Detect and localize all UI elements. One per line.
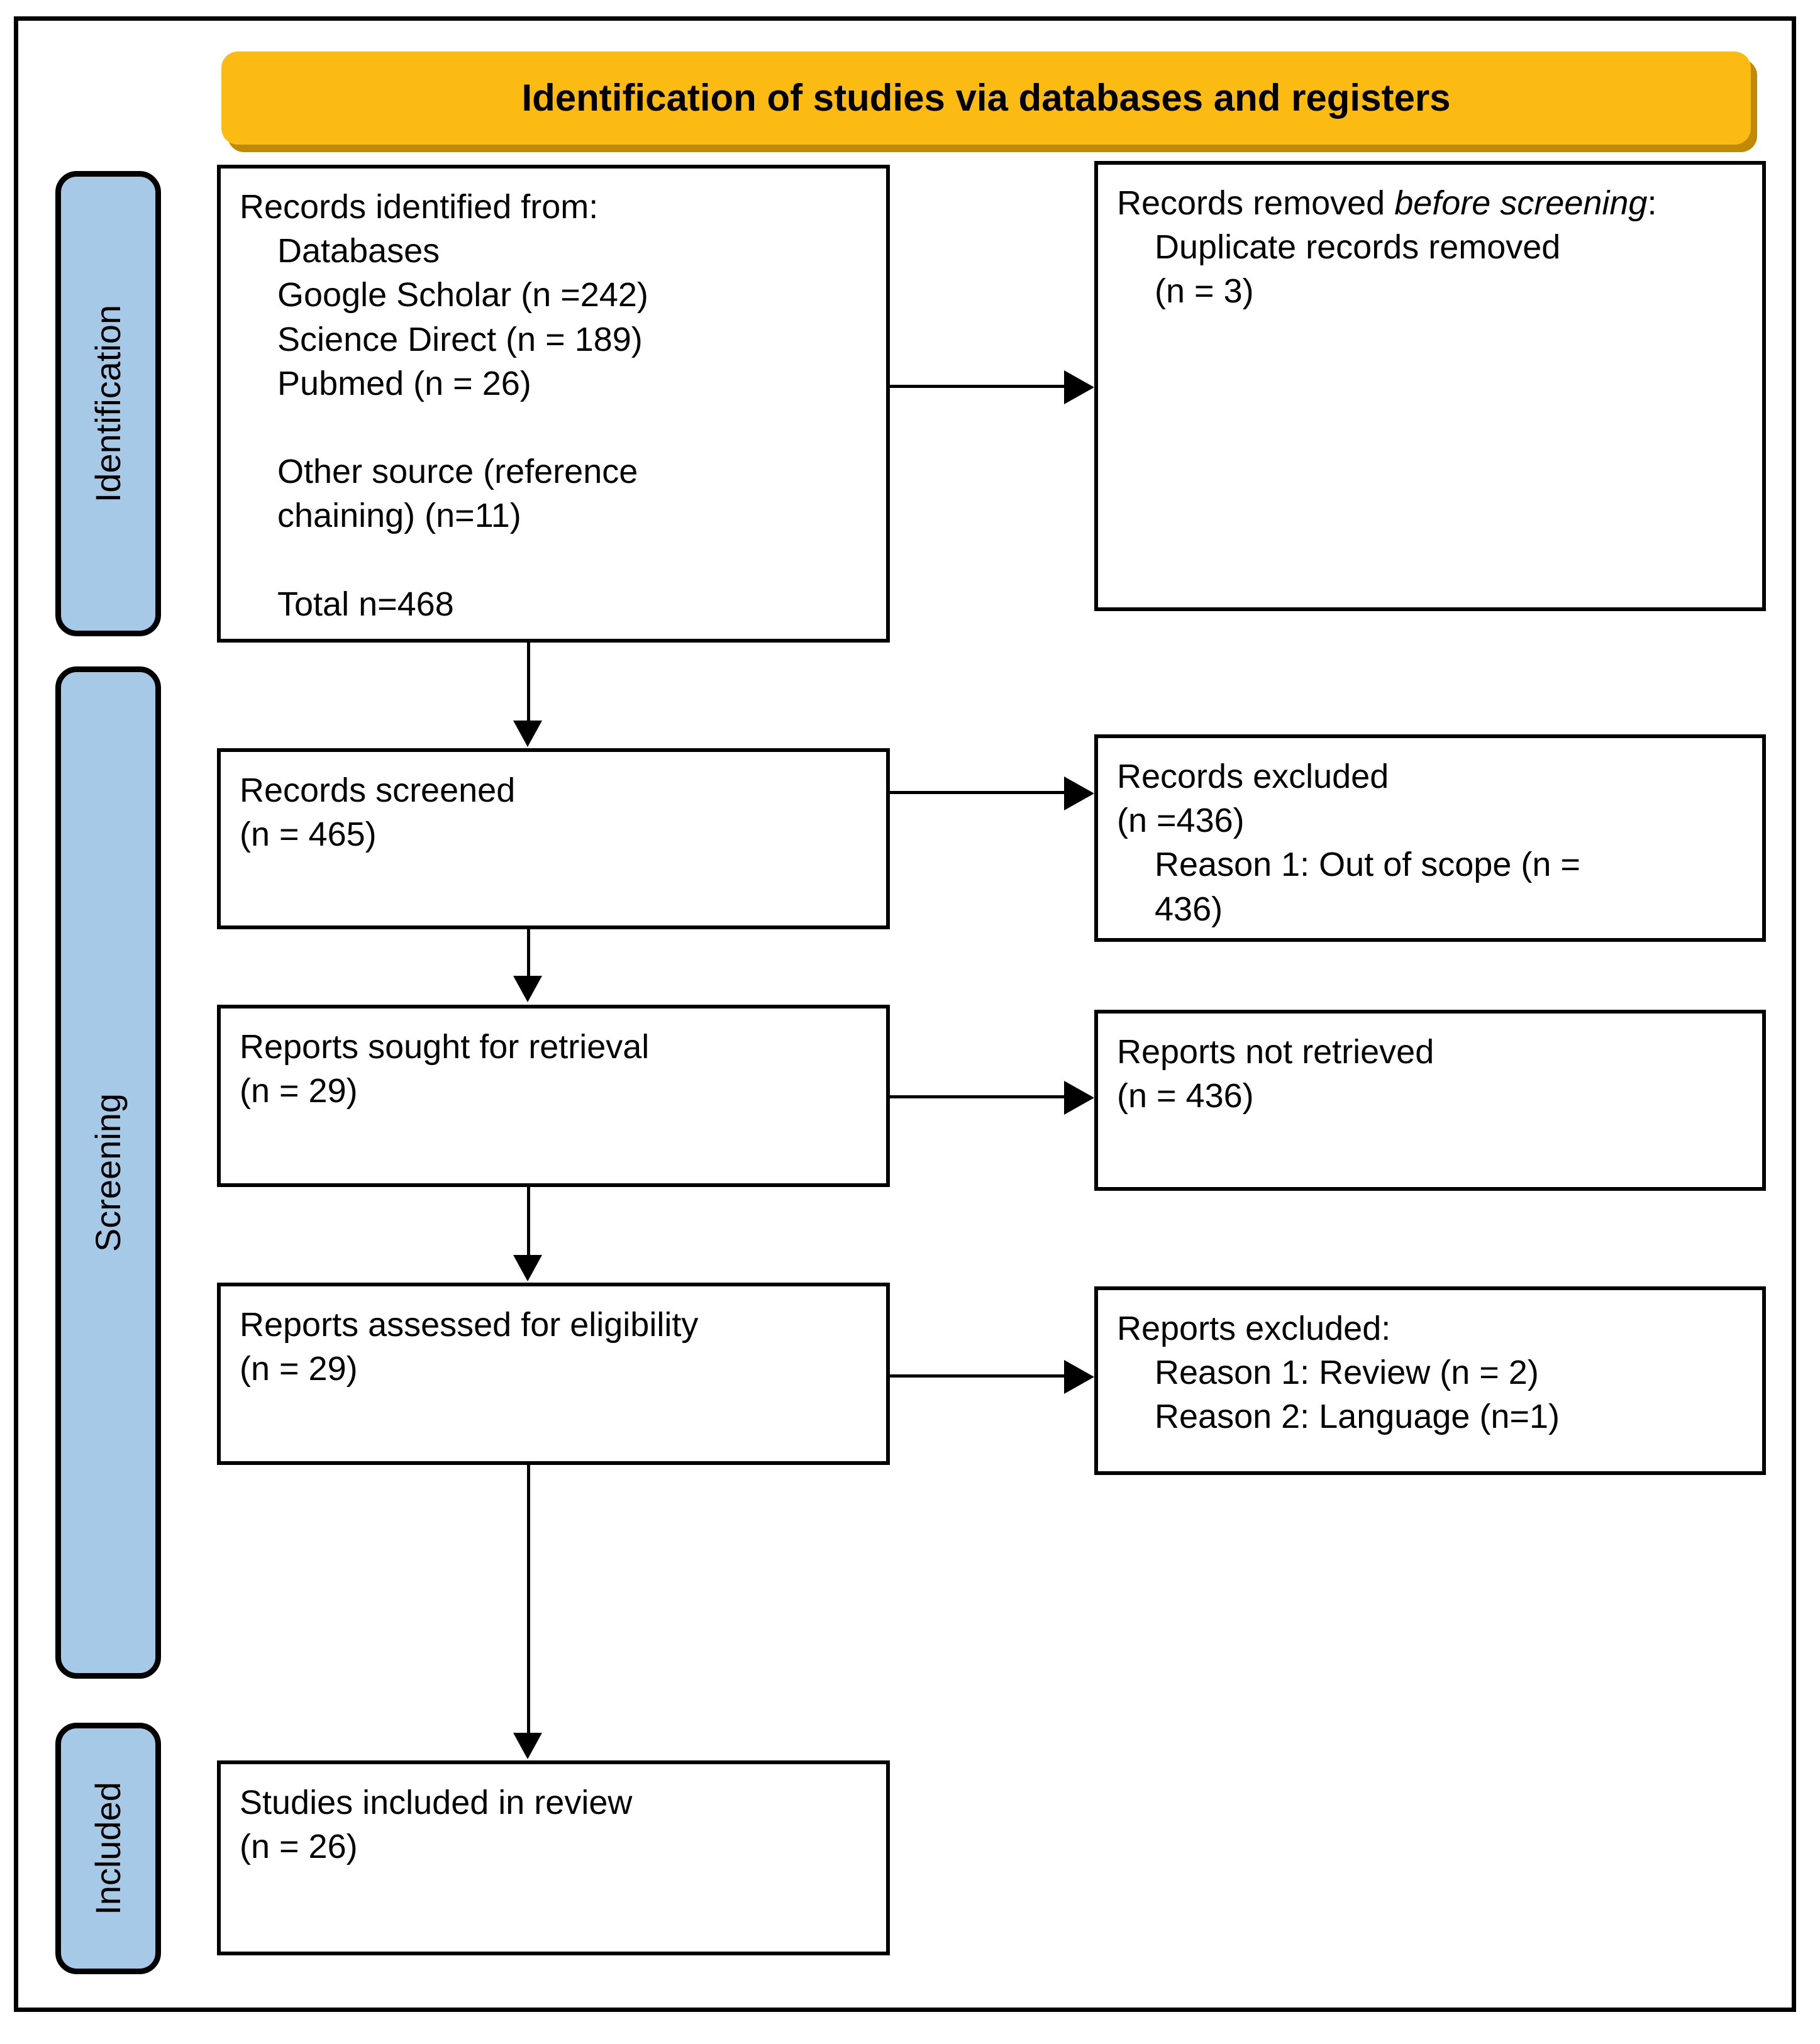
- connector-assessed-to-reports-excluded: [890, 1374, 1066, 1378]
- box-records-identified-text: Records identified from: Databases Googl…: [240, 188, 648, 623]
- page-title: Identification of studies via databases …: [521, 77, 1451, 119]
- box-reports-not-retrieved-text: Reports not retrieved (n = 436): [1117, 1033, 1434, 1115]
- records-removed-lead: Records removed: [1117, 184, 1395, 222]
- arrow-down-icon-assessed-to-included: [513, 1733, 542, 1759]
- box-records-screened: Records screened (n = 465): [217, 748, 890, 929]
- box-records-excluded-text: Records excluded (n =436) Reason 1: Out …: [1117, 758, 1580, 928]
- box-studies-included-text: Studies included in review (n = 26): [240, 1784, 633, 1866]
- box-reports-excluded-text: Reports excluded: Reason 1: Review (n = …: [1117, 1310, 1560, 1436]
- connector-screened-to-sought: [527, 929, 530, 978]
- diagram-title-banner: Identification of studies via databases …: [221, 52, 1751, 145]
- box-reports-sought-for-retrieval: Reports sought for retrieval (n = 29): [217, 1005, 890, 1187]
- connector-identified-to-removed: [890, 385, 1066, 388]
- box-studies-included-in-review: Studies included in review (n = 26): [217, 1760, 890, 1955]
- connector-identified-to-screened: [527, 643, 530, 723]
- records-removed-tail: : Duplicate records removed (n = 3): [1155, 184, 1657, 311]
- arrow-right-icon-identified-to-removed: [1064, 370, 1094, 404]
- connector-sought-to-assessed: [527, 1187, 530, 1257]
- phase-label-included: Included: [55, 1723, 161, 1974]
- arrow-down-icon-sought-to-assessed: [513, 1255, 542, 1281]
- box-reports-sought-text: Reports sought for retrieval (n = 29): [240, 1028, 650, 1110]
- box-records-removed-before-screening: Records removed before screening: Duplic…: [1094, 161, 1766, 611]
- box-records-screened-text: Records screened (n = 465): [240, 771, 516, 854]
- records-removed-italic: before screening: [1394, 184, 1648, 222]
- box-records-removed-text: Records removed before screening: Duplic…: [1117, 181, 1743, 314]
- arrow-down-icon-screened-to-sought: [513, 976, 542, 1002]
- box-records-identified: Records identified from: Databases Googl…: [217, 165, 890, 643]
- phase-label-screening-text: Screening: [88, 1093, 128, 1252]
- phase-label-included-text: Included: [88, 1782, 128, 1915]
- connector-assessed-to-included: [527, 1465, 530, 1735]
- box-reports-assessed-for-eligibility: Reports assessed for eligibility (n = 29…: [217, 1283, 890, 1465]
- arrow-down-icon-identified-to-screened: [513, 721, 542, 747]
- phase-label-identification: Identification: [55, 171, 161, 636]
- arrow-right-icon-sought-to-not-retrieved: [1064, 1081, 1094, 1115]
- arrow-right-icon-assessed-to-reports-excluded: [1064, 1360, 1094, 1394]
- connector-sought-to-not-retrieved: [890, 1095, 1066, 1098]
- box-reports-not-retrieved: Reports not retrieved (n = 436): [1094, 1010, 1766, 1191]
- box-records-excluded: Records excluded (n =436) Reason 1: Out …: [1094, 734, 1766, 942]
- arrow-right-icon-screened-to-excluded: [1064, 776, 1094, 810]
- phase-label-screening: Screening: [55, 666, 161, 1679]
- diagram-outer-frame: [14, 16, 1796, 2012]
- box-reports-assessed-text: Reports assessed for eligibility (n = 29…: [240, 1306, 699, 1388]
- connector-screened-to-excluded: [890, 791, 1066, 794]
- box-reports-excluded: Reports excluded: Reason 1: Review (n = …: [1094, 1286, 1766, 1475]
- phase-label-identification-text: Identification: [88, 304, 128, 503]
